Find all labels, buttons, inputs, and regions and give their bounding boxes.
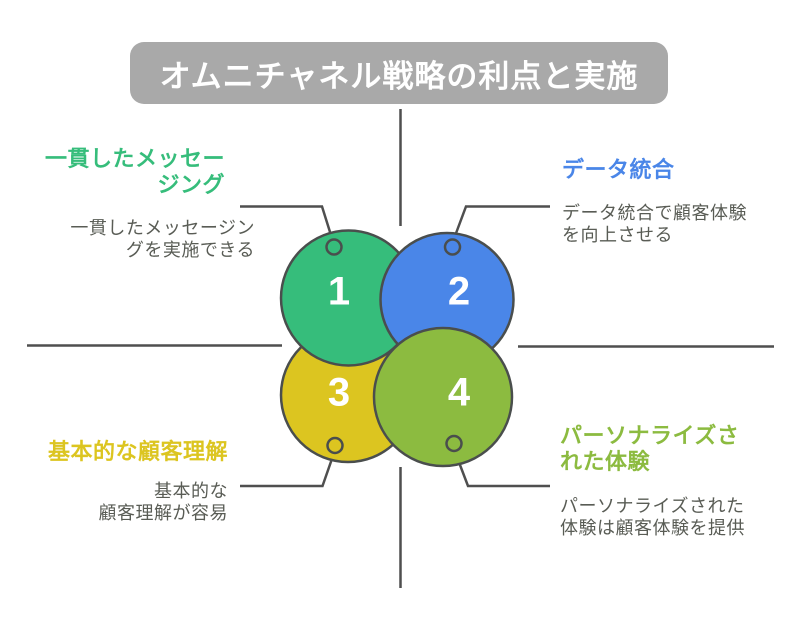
- circle-1-number: 1: [327, 269, 351, 314]
- connector-dot-2: [443, 238, 462, 256]
- connector-line-2: [452, 205, 550, 241]
- connector-line-1: [240, 205, 334, 241]
- item-1-description: 一貫したメッセージン グを実施できる: [70, 218, 255, 260]
- circle-4-personalized-experience: [372, 326, 514, 468]
- item-3-description: 基本的な 顧客理解が容易: [98, 481, 228, 523]
- connector-dot-3: [326, 436, 344, 455]
- item-2-description: データ統合で顧客体験 を向上させる: [562, 203, 747, 245]
- connector-dot-4: [445, 434, 463, 453]
- item-2-heading: データ統合: [562, 157, 675, 182]
- item-4-heading: パーソナライズさ れた体験: [560, 423, 740, 474]
- circle-4-number: 4: [447, 370, 471, 415]
- item-4-description: パーソナライズされた 体験は顧客体験を提供: [560, 496, 745, 538]
- connector-line-3: [240, 452, 336, 488]
- item-1-heading: 一貫したメッセー ジング: [44, 146, 225, 197]
- circle-3-number: 3: [327, 370, 351, 415]
- connector-dot-1: [325, 238, 343, 256]
- page-title: オムニチャネル戦略の利点と実施: [130, 42, 668, 104]
- circle-2-number: 2: [447, 269, 471, 314]
- item-3-heading: 基本的な顧客理解: [47, 439, 228, 464]
